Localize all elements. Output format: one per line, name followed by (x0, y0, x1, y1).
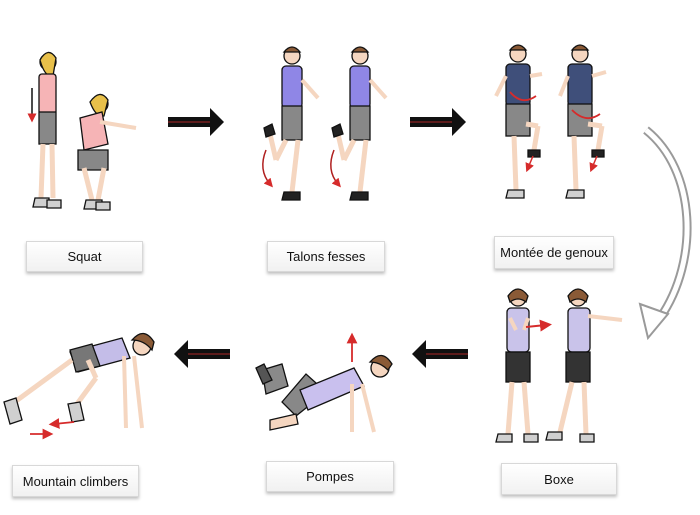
arrow-pompes-to-climbers (174, 340, 230, 368)
boxe-illustration (496, 289, 622, 442)
label-mountain-climbers: Mountain climbers (12, 465, 139, 497)
pompes-illustration (256, 338, 392, 432)
squat-illustration (32, 52, 136, 210)
label-pompes: Pompes (266, 461, 394, 492)
label-talons-fesses: Talons fesses (267, 241, 385, 272)
arrow-squat-to-talons (168, 108, 224, 136)
label-boxe: Boxe (501, 463, 617, 495)
arrow-boxe-to-pompes (412, 340, 468, 368)
curved-arrow-genoux-to-boxe (640, 130, 687, 338)
montee-de-genoux-illustration (496, 45, 606, 198)
label-squat: Squat (26, 241, 143, 272)
label-montee-de-genoux: Montée de genoux (494, 236, 614, 269)
talons-fesses-illustration (263, 47, 386, 200)
arrow-talons-to-genoux (410, 108, 466, 136)
mountain-climbers-illustration (4, 333, 154, 434)
